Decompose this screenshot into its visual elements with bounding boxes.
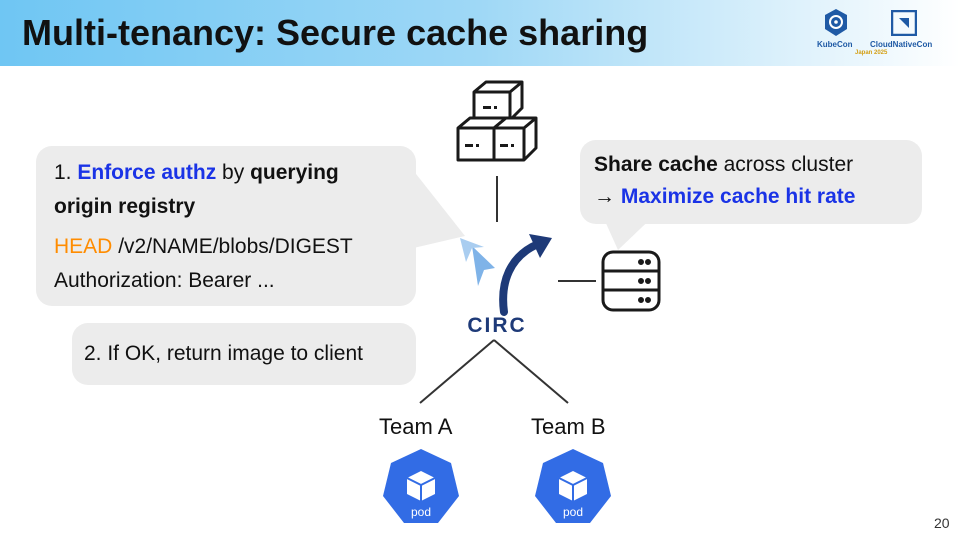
maximize-text: Maximize cache hit rate xyxy=(620,185,856,208)
across-cluster-text: across cluster xyxy=(717,153,854,176)
cloudnative-icon xyxy=(891,10,917,36)
cache-database-icon xyxy=(601,250,661,312)
team-b-pod-label: pod xyxy=(563,505,583,519)
kubecon-logo: KubeCon CloudNativeCon Japan 2025 xyxy=(815,6,945,60)
share-cache-callout: Share cache across cluster → Maximize ca… xyxy=(580,140,922,224)
team-a-connector xyxy=(419,339,495,404)
enforce-authz-text: Enforce authz xyxy=(77,161,217,184)
return-text: 2. If OK, return image to client xyxy=(84,342,363,365)
page-number: 20 xyxy=(934,515,950,531)
registry-box-handles xyxy=(465,106,514,147)
authz-line-1: 1. Enforce authz by querying xyxy=(54,156,339,190)
team-b-label: Team B xyxy=(531,414,606,439)
auth-header-line: Authorization: Bearer ... xyxy=(54,269,275,292)
querying-text: querying xyxy=(250,161,339,184)
circ-label: CIRC xyxy=(467,314,526,337)
http-method: HEAD xyxy=(54,235,113,258)
team-b-connector xyxy=(493,339,569,404)
team-b-pod-icon xyxy=(535,449,611,523)
kubecon-helm-icon xyxy=(825,9,847,36)
by-text: by xyxy=(216,161,251,184)
title-bar: Multi-tenancy: Secure cache sharing Kube… xyxy=(0,0,960,66)
authz-bubble-tail xyxy=(405,160,465,250)
origin-registry-text: origin registry xyxy=(54,195,196,218)
slide-title: Multi-tenancy: Secure cache sharing xyxy=(22,12,649,53)
logo-kubecon-text: KubeCon xyxy=(817,40,853,49)
logo-cloudnativecon-text: CloudNativeCon xyxy=(870,40,933,49)
return-callout: 2. If OK, return image to client xyxy=(72,323,416,385)
logo-event-year: Japan 2025 xyxy=(855,50,888,56)
team-a-label: Team A xyxy=(379,414,453,439)
team-a-pod-label: pod xyxy=(411,505,431,519)
team-a-pod-icon xyxy=(383,449,459,523)
share-line-2: → Maximize cache hit rate xyxy=(594,180,855,214)
registry-boxes-icon xyxy=(456,80,538,162)
http-request-line: HEAD /v2/NAME/blobs/DIGEST xyxy=(54,230,353,264)
authz-callout: 1. Enforce authz by querying origin regi… xyxy=(36,146,416,306)
share-line-1: Share cache across cluster xyxy=(594,148,853,182)
share-cache-text: Share cache xyxy=(594,153,718,176)
circ-logo-icon xyxy=(460,234,552,316)
step-number: 1. xyxy=(54,161,72,184)
http-path: /v2/NAME/blobs/DIGEST xyxy=(112,235,353,258)
arrow-glyph: → xyxy=(594,185,621,208)
